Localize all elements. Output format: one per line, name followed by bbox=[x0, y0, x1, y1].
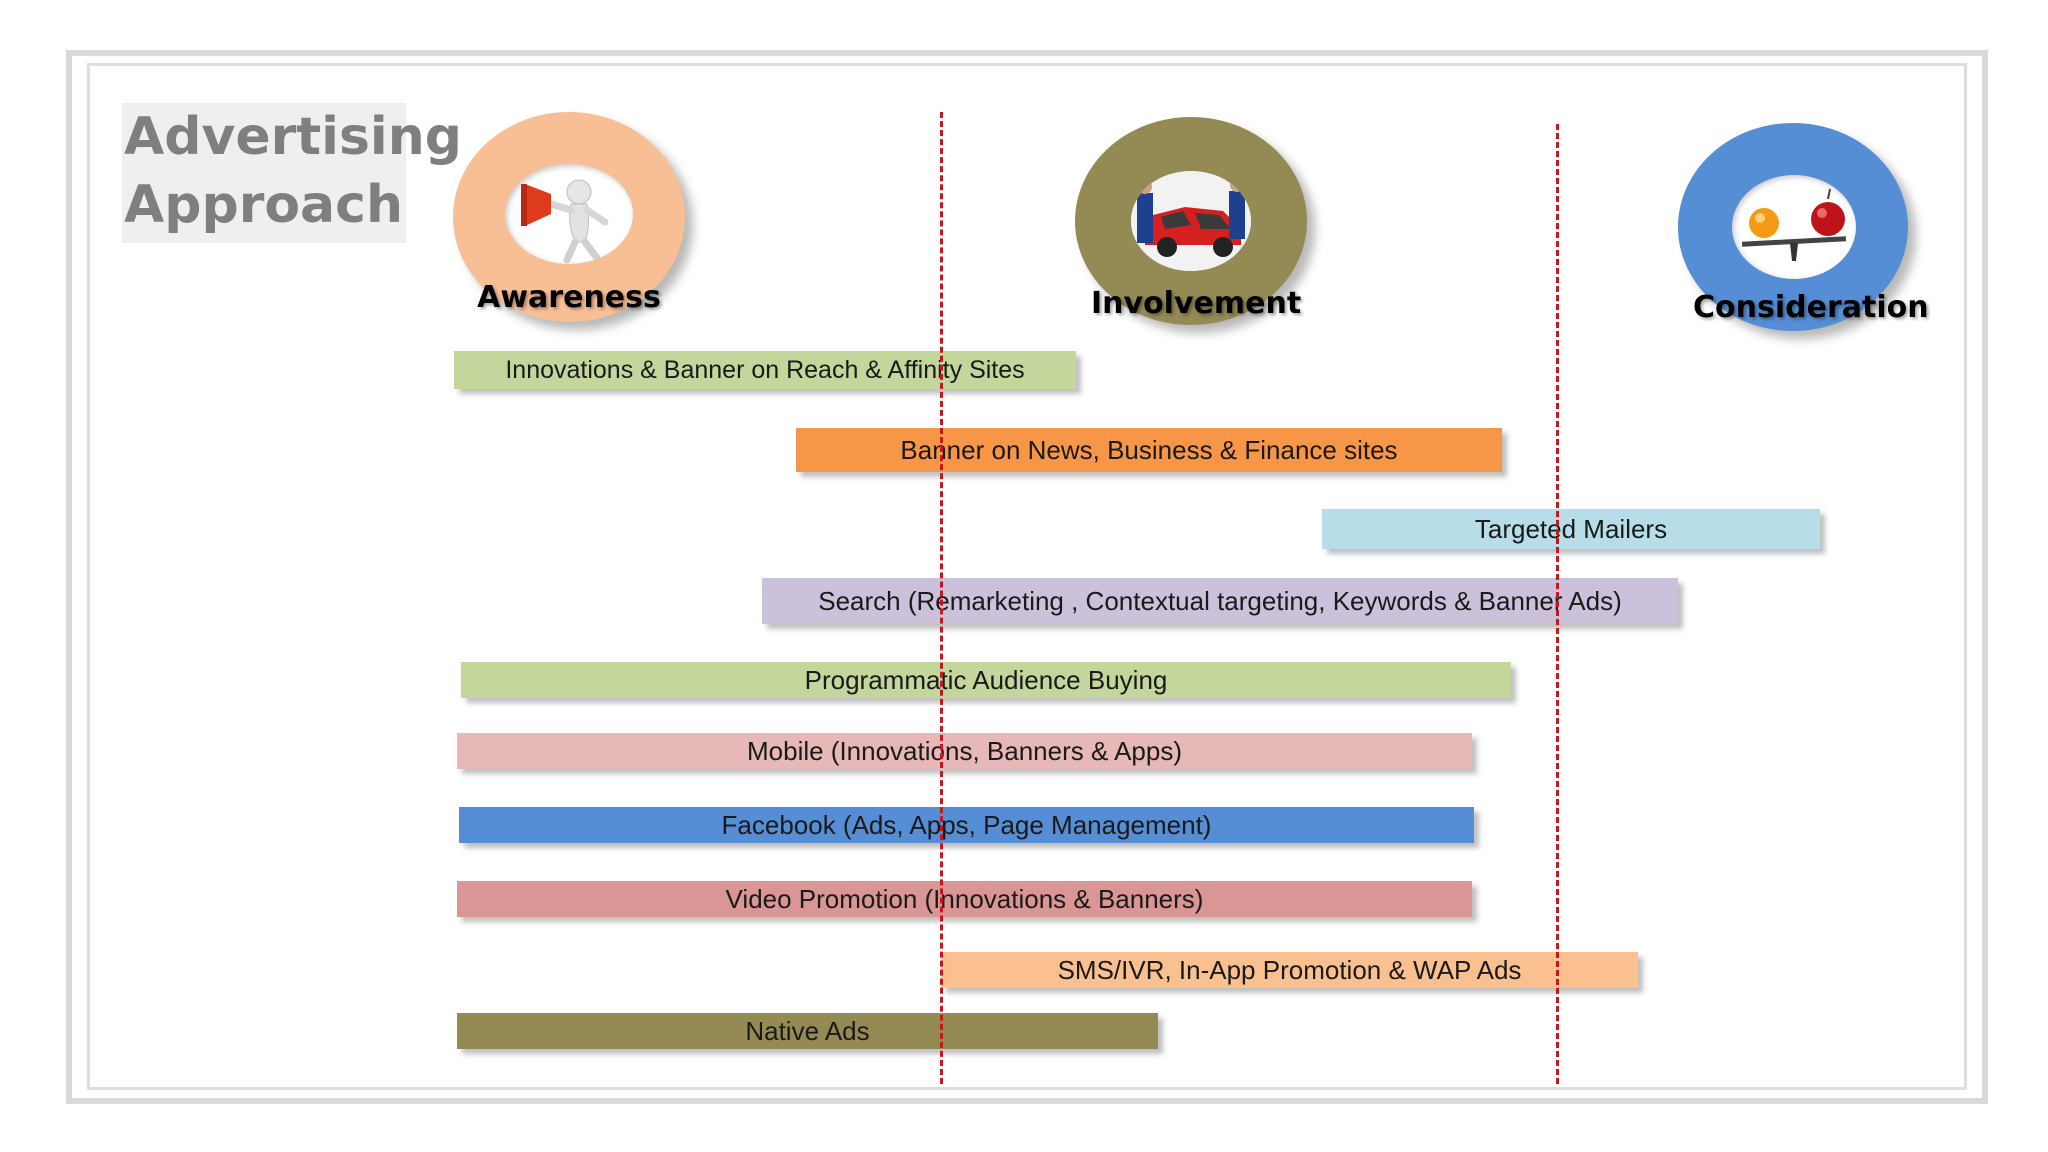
channel-bar: Native Ads bbox=[457, 1013, 1158, 1049]
channel-bar: Video Promotion (Innovations & Banners) bbox=[457, 881, 1472, 917]
stage-awareness-ring bbox=[453, 112, 685, 322]
slide-title: Advertising Approach bbox=[122, 103, 462, 243]
channel-bar: SMS/IVR, In-App Promotion & WAP Ads bbox=[941, 952, 1638, 988]
slide-frame-outer bbox=[66, 50, 1988, 1104]
stage-divider-2 bbox=[1556, 124, 1559, 1084]
channel-bar: Innovations & Banner on Reach & Affinity… bbox=[454, 351, 1076, 389]
channel-bar-label: Facebook (Ads, Apps, Page Management) bbox=[721, 809, 1212, 840]
car-icon bbox=[1131, 171, 1251, 271]
stage-awareness-label: Awareness bbox=[477, 280, 661, 315]
channel-bar: Facebook (Ads, Apps, Page Management) bbox=[459, 807, 1474, 843]
channel-bar: Mobile (Innovations, Banners & Apps) bbox=[457, 733, 1472, 769]
channel-bar: Programmatic Audience Buying bbox=[461, 662, 1511, 698]
channel-bar: Banner on News, Business & Finance sites bbox=[796, 428, 1502, 472]
stage-involvement-ring bbox=[1075, 117, 1307, 325]
channel-bar-label: Banner on News, Business & Finance sites bbox=[900, 434, 1398, 465]
stage-involvement-label: Involvement bbox=[1091, 286, 1302, 321]
channel-bar-label: Programmatic Audience Buying bbox=[804, 664, 1168, 695]
channel-bar-label: SMS/IVR, In-App Promotion & WAP Ads bbox=[1057, 954, 1522, 985]
channel-bar-label: Native Ads bbox=[745, 1015, 870, 1046]
channel-bar-label: Video Promotion (Innovations & Banners) bbox=[725, 883, 1204, 914]
channel-bar-label: Targeted Mailers bbox=[1474, 513, 1668, 544]
title-line-1: Advertising bbox=[124, 107, 462, 167]
title-line-2: Approach bbox=[124, 175, 403, 235]
stage-consideration-label: Consideration bbox=[1693, 290, 1929, 325]
channel-bar: Search (Remarketing , Contextual targeti… bbox=[762, 578, 1678, 624]
channel-bar-label: Innovations & Banner on Reach & Affinity… bbox=[505, 355, 1025, 384]
stage-consideration-ring bbox=[1678, 123, 1908, 331]
channel-bar-label: Mobile (Innovations, Banners & Apps) bbox=[746, 735, 1183, 766]
channel-bar: Targeted Mailers bbox=[1322, 509, 1820, 549]
channel-bar-label: Search (Remarketing , Contextual targeti… bbox=[818, 585, 1622, 616]
balance-icon bbox=[1732, 175, 1856, 279]
stage-divider-1 bbox=[940, 112, 943, 1084]
slide-frame-inner bbox=[87, 63, 1967, 1090]
megaphone-icon bbox=[505, 164, 633, 264]
